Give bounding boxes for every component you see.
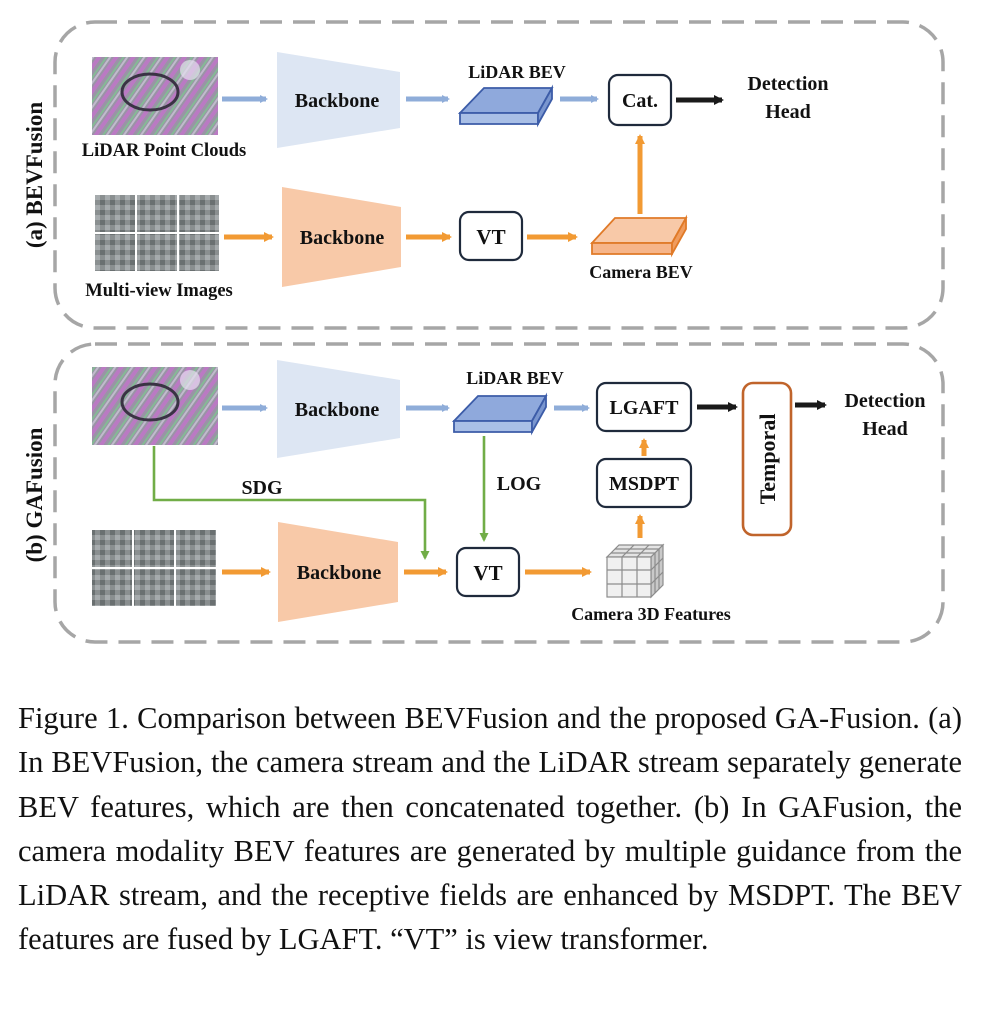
- diagram: (a) BEVFusion LiDAR Point Clouds Backbon…: [22, 20, 945, 644]
- log-label: LOG: [497, 473, 542, 495]
- lidar-point-clouds-label: LiDAR Point Clouds: [82, 141, 246, 161]
- vt-a-label: VT: [476, 225, 505, 249]
- lidar-point-cloud-image-b: [92, 367, 218, 445]
- lidar-backbone-b: [277, 360, 400, 458]
- camera-backbone-b: [278, 522, 398, 622]
- multi-view-images-label: Multi-view Images: [85, 281, 232, 301]
- lidar-backbone-b-label: Backbone: [295, 399, 380, 421]
- vt-b-label: VT: [473, 561, 502, 585]
- temporal-box: [741, 381, 793, 537]
- camera-3d-features-cube: [605, 543, 665, 599]
- panel-a-title: (a) BEVFusion: [22, 102, 47, 249]
- vt-box-b: [455, 546, 521, 598]
- camera-bev-label: Camera BEV: [589, 262, 692, 282]
- cat-label: Cat.: [622, 90, 658, 112]
- cat-box: [607, 73, 673, 127]
- lidar-point-cloud-image-a: [92, 57, 218, 135]
- detection-head-b-line1: Detection: [844, 390, 925, 412]
- multi-view-images-a: [95, 195, 219, 271]
- lgaft-box: [595, 381, 693, 433]
- sdg-label: SDG: [241, 477, 283, 499]
- panel-a-frame: [53, 20, 945, 330]
- detection-head-b-line2: Head: [862, 418, 908, 440]
- panel-b-title: (b) GAFusion: [22, 427, 47, 562]
- detection-head-a-line2: Head: [765, 101, 811, 123]
- lidar-bev-a-slab: [457, 84, 554, 128]
- lidar-bev-a-label: LiDAR BEV: [468, 62, 566, 82]
- camera-backbone-b-label: Backbone: [297, 562, 382, 584]
- figure-caption: Figure 1. Comparison between BEVFusion a…: [18, 701, 962, 957]
- vt-box-a: [458, 210, 524, 262]
- temporal-label: Temporal: [755, 414, 780, 505]
- panel-b-frame: [53, 342, 945, 644]
- msdpt-label: MSDPT: [609, 473, 680, 495]
- sdg-guidance-arrow: [152, 446, 430, 560]
- lgaft-label: LGAFT: [610, 397, 680, 419]
- detection-head-a-line1: Detection: [747, 73, 828, 95]
- camera-3d-features-label: Camera 3D Features: [571, 604, 731, 624]
- multi-view-images-b: [92, 530, 216, 606]
- msdpt-box: [595, 457, 693, 509]
- camera-bev-a-slab: [589, 214, 688, 258]
- lidar-backbone-a-label: Backbone: [295, 90, 380, 112]
- camera-backbone-a-label: Backbone: [300, 227, 385, 249]
- lidar-bev-b-label: LiDAR BEV: [466, 368, 564, 388]
- lidar-backbone-a: [277, 52, 400, 148]
- camera-backbone-a: [282, 187, 401, 287]
- lidar-bev-b-slab: [451, 392, 548, 436]
